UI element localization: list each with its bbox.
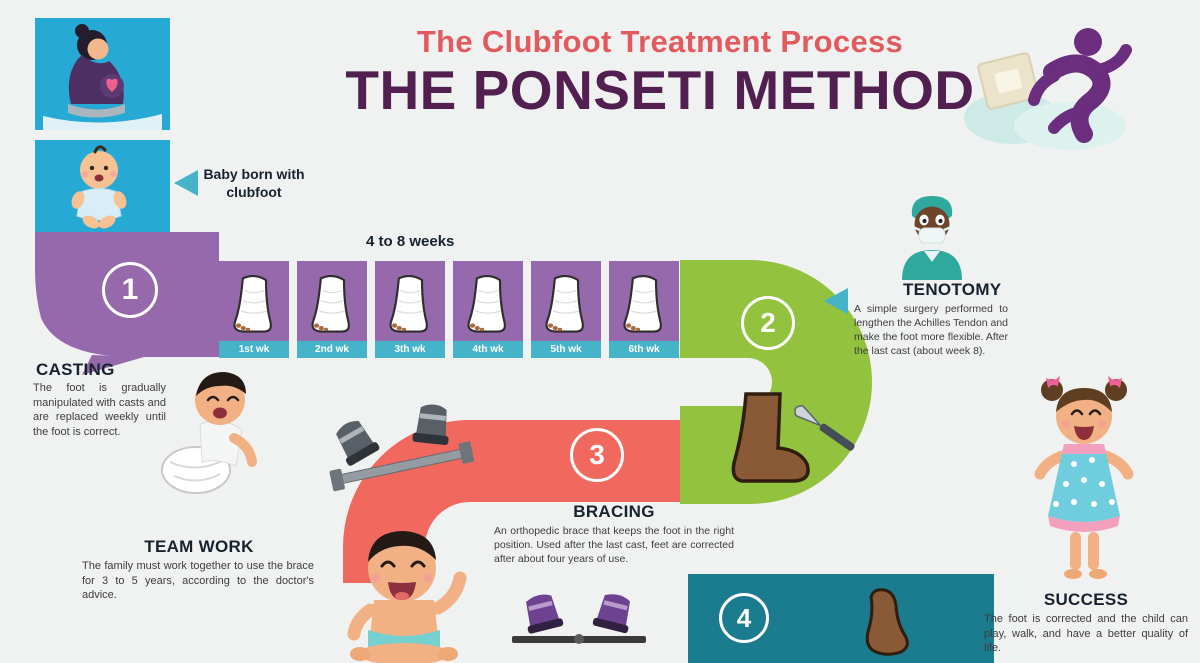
cast-week-label: 2nd wk — [297, 341, 367, 358]
teamwork-heading: TEAM WORK — [144, 537, 254, 556]
step-2-badge: 2 — [741, 296, 795, 350]
boot-and-scalpel-illustration — [731, 392, 855, 483]
cast-week-tile: 6th wk — [609, 261, 679, 358]
pregnant-woman-illustration — [43, 24, 162, 130]
casting-duration-label: 4 to 8 weeks — [366, 233, 455, 250]
cast-week-tile: 1st wk — [219, 261, 289, 358]
cast-illustration — [609, 261, 679, 341]
metal-brace-illustration — [329, 404, 475, 492]
newborn-baby-photo — [35, 140, 170, 232]
cast-icon — [467, 274, 506, 333]
pregnant-woman-photo — [35, 18, 170, 130]
cast-illustration — [375, 261, 445, 341]
callout-label: Baby born with clubfoot — [203, 166, 305, 201]
step-1-badge: 1 — [102, 262, 158, 318]
page-title: THE PONSETI METHOD — [345, 59, 975, 121]
cast-week-label: 3th wk — [375, 341, 445, 358]
cast-illustration — [219, 261, 289, 341]
cast-week-tile: 3th wk — [375, 261, 445, 358]
cast-week-label: 6th wk — [609, 341, 679, 358]
cast-icon — [311, 274, 350, 333]
tenotomy-segment — [680, 260, 872, 504]
teamwork-body: The family must work together to use the… — [82, 560, 314, 602]
cast-icon — [233, 274, 272, 333]
casting-segment-tail — [82, 355, 144, 375]
happy-girl-illustration — [1034, 376, 1134, 579]
cast-icon — [623, 274, 662, 333]
cast-week-label: 5th wk — [531, 341, 601, 358]
casting-heading: CASTING — [36, 360, 115, 379]
sitting-toddler-illustration — [347, 531, 467, 663]
cast-week-label: 1st wk — [219, 341, 289, 358]
cast-illustration — [453, 261, 523, 341]
cast-week-tiles: 1st wk 2nd wk 3th wk 4th wk 5th wk 6th w… — [219, 261, 679, 358]
casting-body: The foot is gradually manipulated with c… — [33, 382, 166, 439]
cast-illustration — [297, 261, 367, 341]
bracing-body: An orthopedic brace that keeps the foot … — [494, 525, 734, 566]
callout-arrow-icon — [174, 170, 198, 196]
page-subtitle: The Clubfoot Treatment Process — [416, 24, 904, 59]
surgeon-illustration — [902, 196, 962, 280]
cast-week-tile: 2nd wk — [297, 261, 367, 358]
cast-icon — [389, 274, 428, 333]
purple-brace-illustration — [512, 594, 646, 644]
cast-week-label: 4th wk — [453, 341, 523, 358]
success-body: The foot is corrected and the child can … — [984, 613, 1188, 655]
baby-with-cast-illustration — [161, 372, 257, 494]
step-3-badge: 3 — [570, 428, 624, 482]
tenotomy-heading: TENOTOMY — [903, 280, 1002, 299]
tenotomy-body: A simple surgery performed to lengthen t… — [854, 303, 1008, 358]
corrected-foot-illustration — [865, 588, 909, 656]
cast-week-tile: 4th wk — [453, 261, 523, 358]
newborn-baby-illustration — [71, 145, 127, 229]
cast-week-tile: 5th wk — [531, 261, 601, 358]
bracing-heading: BRACING — [573, 502, 655, 521]
cast-icon — [545, 274, 584, 333]
tenotomy-arrow-icon — [824, 288, 848, 314]
miraclefeet-logo-icon — [964, 28, 1132, 150]
success-heading: SUCCESS — [1043, 590, 1129, 609]
step-4-badge: 4 — [719, 593, 769, 643]
cast-illustration — [531, 261, 601, 341]
